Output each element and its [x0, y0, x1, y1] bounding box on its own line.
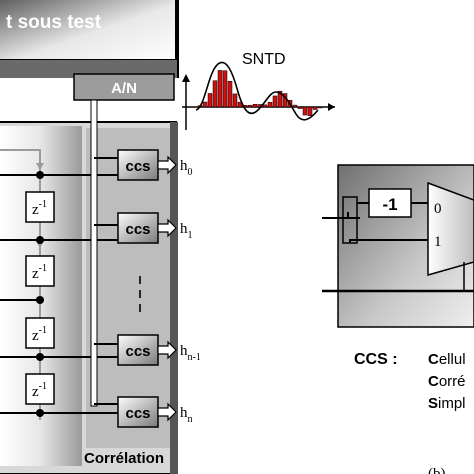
legend-line-1: Corré	[428, 373, 466, 390]
ccs-output-arrow	[157, 218, 177, 238]
signal-sample-bar	[262, 104, 268, 108]
ccs-label: ccs	[125, 405, 150, 422]
signal-sample-bar	[297, 106, 303, 109]
caption: (b)	[428, 466, 446, 474]
signal-label: SNTD	[242, 51, 286, 68]
ccs-output-label: h0	[180, 158, 193, 178]
signal-sample-bar	[292, 104, 298, 108]
ccs-output-arrow	[157, 155, 177, 175]
delay-label: z-1	[32, 263, 47, 282]
legend: CCS : Cellul Corré Simpl	[354, 351, 466, 412]
signal-sample-bar	[312, 106, 318, 110]
ccs-label: ccs	[125, 343, 150, 360]
mux-block	[427, 181, 474, 276]
converter-box: A/N	[73, 73, 175, 101]
legend-abbr: CCS :	[354, 351, 398, 368]
signal-sample-bar	[252, 103, 258, 108]
delay-box: z-1	[25, 191, 55, 223]
delay-box: z-1	[25, 317, 55, 349]
tap-lines	[0, 171, 118, 417]
ccs-output-label: h1	[180, 221, 193, 241]
signal-sample-bar	[247, 104, 253, 108]
signal-sample-bar	[207, 93, 213, 108]
ccs-cell: ccs hn-1	[117, 334, 201, 366]
ccs-label: ccs	[125, 221, 150, 238]
mux-input-0: 0	[434, 201, 442, 217]
delay-box: z-1	[25, 255, 55, 287]
ccs-output-arrow	[157, 340, 177, 360]
ccs-output-label: hn	[180, 405, 193, 425]
mux-input-1: 1	[434, 234, 442, 250]
delay-label: z-1	[32, 199, 47, 218]
frame-shadow	[170, 122, 178, 474]
signal-bars	[197, 70, 323, 117]
signal-sample-bar	[232, 93, 238, 108]
inverter-label: -1	[382, 195, 397, 214]
delay-label: z-1	[32, 381, 47, 400]
signal-sample-bar	[272, 95, 278, 108]
signal-sample-bar	[267, 101, 273, 108]
signal-sample-bar	[302, 106, 308, 116]
ccs-cell: ccs h0	[117, 149, 193, 181]
legend-line-0: Cellul	[428, 351, 466, 368]
signal-sample-bar	[217, 70, 223, 108]
correlation-panel	[86, 128, 170, 448]
signal-sample-bar	[222, 70, 228, 108]
signal-sample-bar	[307, 106, 313, 117]
delay-box: z-1	[25, 373, 55, 405]
ccs-output-label: hn-1	[180, 343, 201, 363]
signal-sample-bar	[202, 101, 208, 108]
legend-line-2: Simpl	[428, 395, 466, 412]
header-title: t sous test	[6, 12, 102, 33]
signal-sample-bar	[277, 90, 283, 108]
header-box: t sous test	[0, 0, 177, 61]
signal-bus	[90, 99, 118, 407]
correlation-label: Corrélation	[84, 450, 164, 467]
signal-sample-bar	[227, 80, 233, 108]
converter-label: A/N	[111, 80, 137, 97]
delay-label: z-1	[32, 325, 47, 344]
signal-sample-bar	[212, 80, 218, 108]
signal-sample-bar	[317, 106, 323, 109]
signal-curve	[195, 61, 319, 121]
detail-panel: -1 0 1	[322, 164, 474, 328]
ccs-label: ccs	[125, 158, 150, 175]
ccs-cell: ccs h1	[117, 212, 193, 244]
ccs-cell: ccs hn	[117, 396, 193, 428]
ccs-output-arrow	[157, 402, 177, 422]
signal-plot: SNTD	[182, 51, 335, 130]
